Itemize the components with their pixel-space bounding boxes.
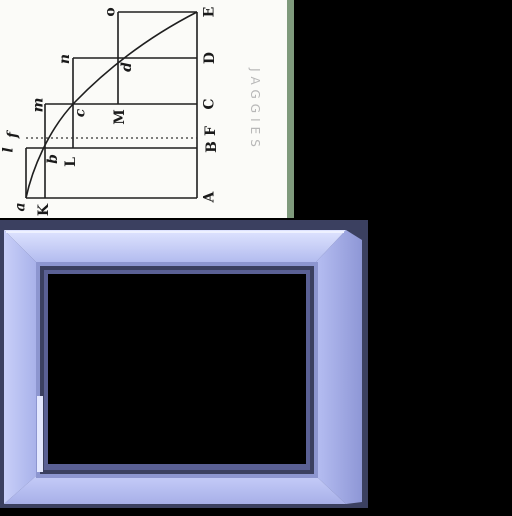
texture-panel: o E n d D m c M C l f b L B F a K A JAGG…	[0, 0, 294, 218]
diagram-page: o E n d D m c M C l f b L B F a K A JAGG…	[0, 0, 287, 218]
label-D: D	[202, 51, 219, 65]
label-A: A	[201, 191, 218, 203]
geometric-diagram	[25, 11, 198, 199]
label-d: d	[118, 62, 135, 72]
label-E: E	[201, 6, 218, 18]
label-K: K	[36, 203, 53, 217]
curve-aE	[25, 11, 198, 199]
label-c: c	[72, 108, 89, 118]
label-n: n	[57, 53, 74, 65]
label-o: o	[102, 7, 119, 17]
label-l: l	[0, 147, 17, 153]
picture-frame-icon	[0, 218, 370, 512]
label-a: a	[12, 202, 29, 212]
watermark: JAGGIES	[248, 68, 263, 152]
label-m: m	[30, 97, 47, 113]
label-L: L	[62, 157, 79, 167]
label-b: b	[44, 154, 61, 164]
label-F: F	[202, 126, 219, 136]
label-B: B	[203, 141, 220, 153]
label-f: f	[5, 131, 22, 139]
label-C: C	[201, 98, 218, 110]
label-M: M	[111, 109, 128, 125]
